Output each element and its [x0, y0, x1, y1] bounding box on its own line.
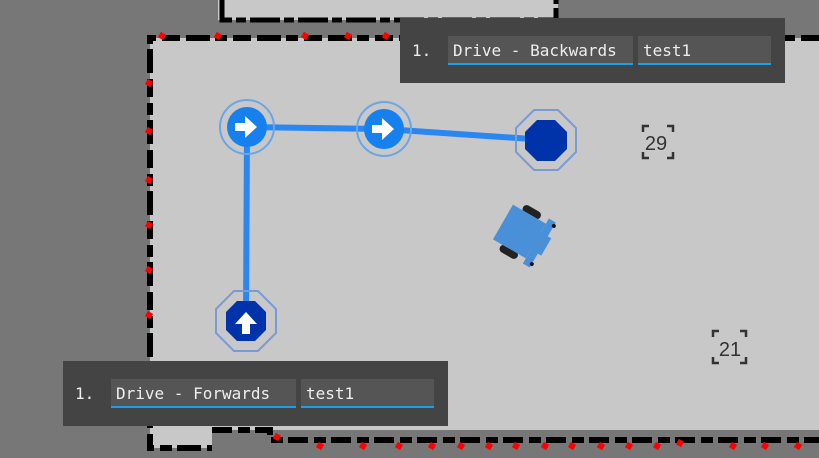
- wall-marker: [213, 31, 223, 41]
- wall-marker: [300, 31, 310, 41]
- stop-node[interactable]: [515, 109, 577, 171]
- wall-marker: [793, 441, 803, 451]
- path-line: [243, 124, 547, 322]
- wall-marker: [381, 31, 391, 41]
- wall-marker: [144, 310, 154, 320]
- wall-marker: [596, 441, 606, 451]
- wall-markers: [144, 31, 803, 451]
- tag-21: 21: [711, 329, 748, 365]
- upper-wall: [219, 0, 559, 23]
- wall-marker: [456, 441, 466, 451]
- step-index: 1.: [412, 41, 432, 60]
- arrow-up-icon: [235, 312, 257, 334]
- bottom-wall: [212, 427, 819, 443]
- step-index: 1.: [75, 384, 95, 403]
- wall-marker: [144, 126, 154, 136]
- wall-marker: [358, 441, 368, 451]
- wall-marker: [272, 432, 282, 442]
- upper-area: [218, 0, 558, 20]
- wall-marker: [394, 441, 404, 451]
- action-field[interactable]: Drive - Forwards: [111, 379, 296, 408]
- step-panel-bottom: 1. Drive - Forwards test1: [63, 361, 448, 426]
- wall-marker: [157, 31, 167, 41]
- waypoint-2[interactable]: [356, 101, 412, 157]
- start-node[interactable]: [215, 290, 277, 352]
- wall-marker: [675, 438, 685, 448]
- tag-29: 29: [641, 124, 675, 160]
- action-field[interactable]: Drive - Backwards: [448, 36, 633, 65]
- name-field[interactable]: test1: [638, 36, 771, 65]
- wall-marker: [540, 441, 550, 451]
- wall-marker: [511, 441, 521, 451]
- wall-marker: [315, 441, 325, 451]
- wall-marker: [484, 441, 494, 451]
- wall-marker: [728, 441, 738, 451]
- arrow-right-icon: [372, 118, 394, 140]
- wall-marker: [427, 441, 437, 451]
- step-panel-top: 1. Drive - Backwards test1: [400, 18, 785, 83]
- waypoint-1[interactable]: [219, 99, 275, 155]
- name-field[interactable]: test1: [301, 379, 434, 408]
- wall-marker: [652, 441, 662, 451]
- wall-marker: [624, 441, 634, 451]
- wall-marker: [343, 31, 353, 41]
- wall-marker: [144, 78, 154, 88]
- wall-marker: [144, 220, 154, 230]
- tag-label: 29: [645, 133, 667, 155]
- wall-marker: [144, 175, 154, 185]
- wall-marker: [760, 441, 770, 451]
- tag-label: 21: [719, 339, 741, 361]
- stop-octagon-icon: [525, 120, 567, 161]
- arrow-right-icon: [235, 116, 257, 138]
- wall-marker: [567, 441, 577, 451]
- wall-marker: [144, 265, 154, 275]
- robot[interactable]: [489, 199, 559, 271]
